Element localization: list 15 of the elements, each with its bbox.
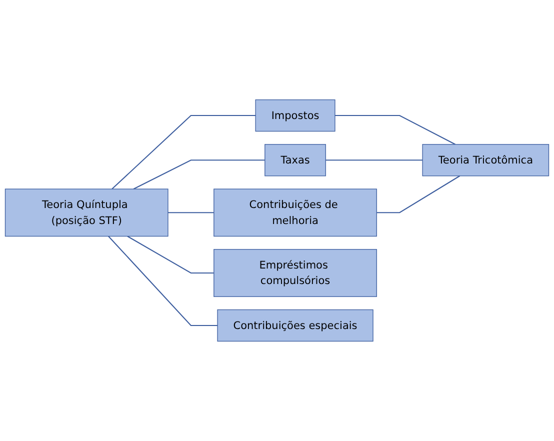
connector <box>376 175 460 214</box>
connector <box>108 236 218 326</box>
connector <box>334 115 456 145</box>
connector <box>133 160 265 190</box>
node-box: Contribuições especiais <box>217 309 374 342</box>
node-box: Taxas <box>264 144 326 176</box>
connector <box>112 115 256 190</box>
node-box: Impostos <box>255 99 336 132</box>
connector <box>168 212 214 214</box>
node-box: Teoria Quíntupla (posição STF) <box>4 188 168 237</box>
node-box: Teoria Tricotômica <box>422 144 550 176</box>
node-box: Contribuições de melhoria <box>214 188 377 237</box>
connector <box>326 160 423 161</box>
connector <box>127 236 214 274</box>
node-box: Empréstimos compulsórios <box>214 249 377 297</box>
